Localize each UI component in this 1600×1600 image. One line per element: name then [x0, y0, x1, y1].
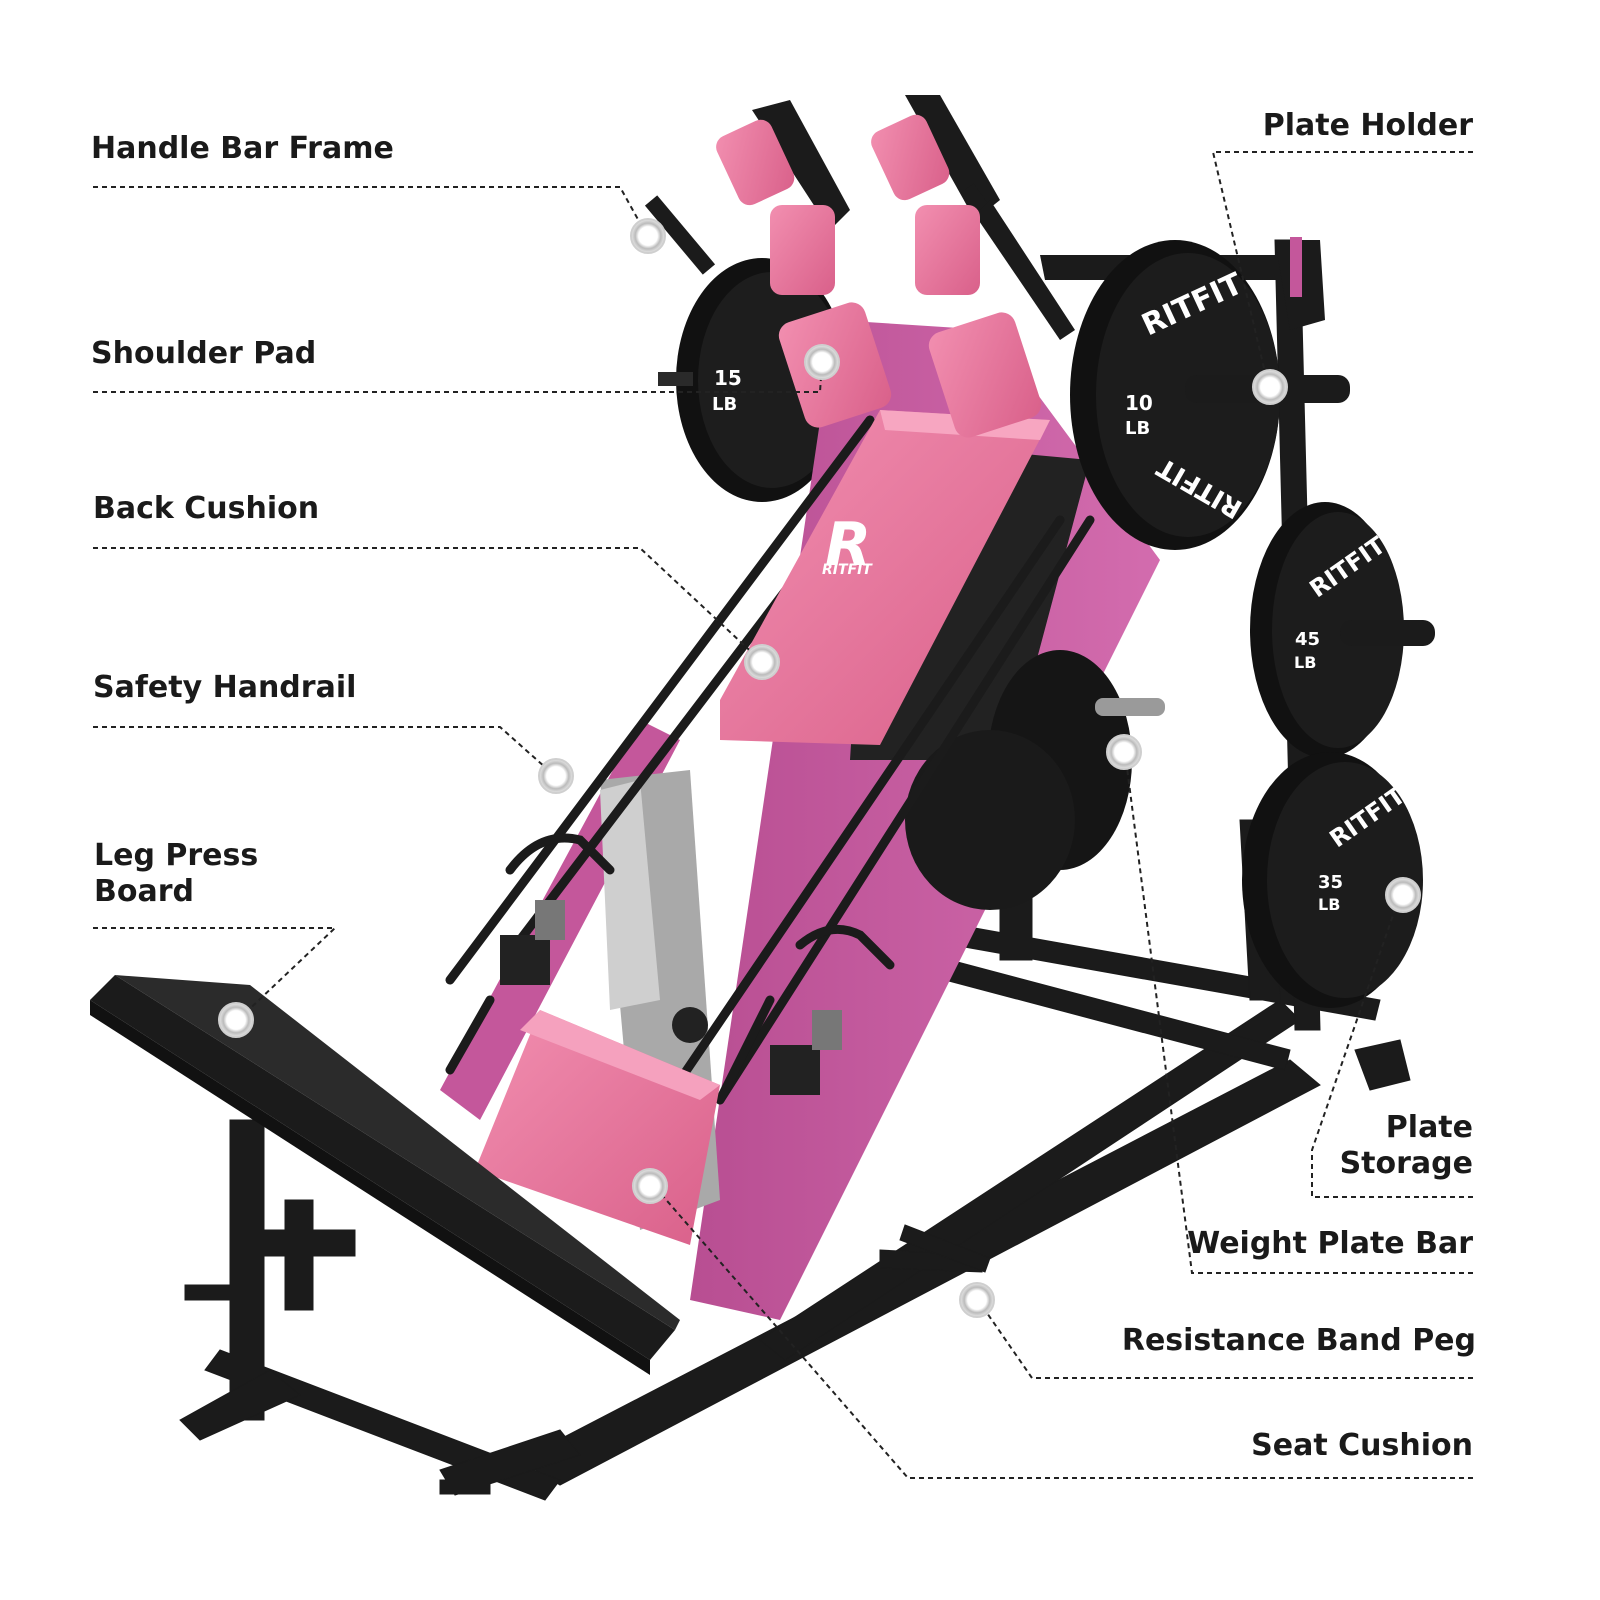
plate-unit: LB [1125, 418, 1150, 439]
shoulder-pad [716, 114, 1042, 438]
callout-dot-seat-cushion [632, 1168, 668, 1204]
label-plate-storage-line1: Plate [1385, 1110, 1473, 1145]
callout-dots [218, 218, 1421, 1318]
label-handle-bar-frame: Handle Bar Frame [91, 131, 394, 166]
plate-number: 35 [1318, 872, 1343, 893]
label-leg-press-board-line2: Board [94, 874, 194, 909]
spring-assembly [500, 900, 842, 1095]
weight-plate-35lb: RITFIT 35 LB [1242, 752, 1423, 1008]
callout-dot-leg-press-board [218, 1002, 254, 1038]
label-safety-handrail: Safety Handrail [93, 670, 357, 705]
label-shoulder-pad: Shoulder Pad [91, 336, 317, 371]
label-weight-plate-bar: Weight Plate Bar [1187, 1226, 1473, 1261]
plate-unit: LB [712, 394, 737, 415]
brand-name: RITFIT [822, 562, 873, 578]
weight-plate-45lb: RITFIT 45 LB [1250, 502, 1435, 758]
callout-dot-plate-holder [1252, 369, 1288, 405]
weight-plate-10lb: RITFIT 10 LB RITFIT [1070, 240, 1350, 550]
brand-logo-letter: R [825, 510, 871, 580]
plate-number: 45 [1295, 629, 1320, 650]
callout-dot-handle-bar-frame [630, 218, 666, 254]
label-resistance-band-peg: Resistance Band Peg [1121, 1323, 1476, 1358]
label-plate-storage: Plate Storage [1340, 1110, 1473, 1182]
callout-dot-shoulder-pad [804, 344, 840, 380]
callout-dot-resistance-band-peg [959, 1282, 995, 1318]
leg-press-board [90, 975, 680, 1375]
label-back-cushion: Back Cushion [93, 491, 320, 526]
callout-dot-back-cushion [744, 644, 780, 680]
callout-dot-safety-handrail [538, 758, 574, 794]
plate-number: 10 [1125, 391, 1153, 415]
label-plate-storage-line2: Storage [1339, 1146, 1473, 1181]
plate-unit: LB [1294, 653, 1316, 672]
label-plate-holder: Plate Holder [1262, 108, 1473, 143]
callout-dot-weight-plate-bar [1106, 734, 1142, 770]
weight-plate-25lb [905, 650, 1165, 910]
base-frame [179, 239, 1411, 1501]
plate-unit: LB [1318, 895, 1340, 914]
label-leg-press-board: Leg Press Board [94, 838, 258, 910]
label-leg-press-board-line1: Leg Press [94, 838, 259, 873]
label-seat-cushion: Seat Cushion [1251, 1428, 1473, 1463]
callout-dot-plate-storage [1385, 877, 1421, 913]
plate-number: 15 [714, 366, 742, 390]
safety-handrail [445, 415, 1095, 1105]
